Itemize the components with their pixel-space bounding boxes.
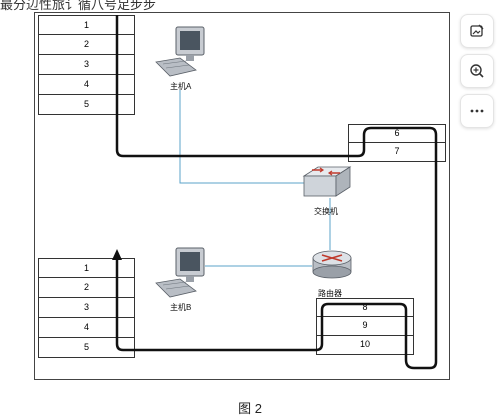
- table-row: 3: [38, 55, 135, 75]
- table-row: 10: [316, 336, 414, 355]
- cropped-question-text: 最分辺性旅讠循八号足步步: [0, 0, 157, 12]
- more-icon: [470, 109, 484, 113]
- table-row: 8: [316, 298, 414, 317]
- table-a: 1 2 3 4 5: [38, 15, 135, 115]
- table-row: 4: [38, 75, 135, 95]
- table-row: 2: [38, 35, 135, 55]
- edit-image-button[interactable]: [460, 14, 494, 48]
- table-row: 5: [38, 338, 135, 358]
- table-b: 1 2 3 4 5: [38, 258, 135, 358]
- more-button[interactable]: [460, 94, 494, 128]
- host-b-label: 主机B: [170, 303, 192, 312]
- table-right-top: 6 7: [348, 124, 446, 162]
- table-row: 6: [348, 124, 446, 143]
- table-right-bottom: 8 9 10: [316, 298, 414, 355]
- table-row: 9: [316, 317, 414, 336]
- table-row: 3: [38, 298, 135, 318]
- edit-image-icon: [470, 24, 484, 37]
- table-row: 1: [38, 15, 135, 35]
- switch-label: 交换机: [314, 207, 338, 216]
- host-a-label: 主机A: [170, 82, 192, 91]
- image-toolbar: [460, 14, 494, 134]
- table-row: 7: [348, 143, 446, 162]
- zoom-in-icon: [470, 64, 484, 78]
- router-label: 路由器: [318, 289, 342, 298]
- table-row: 2: [38, 278, 135, 298]
- table-row: 4: [38, 318, 135, 338]
- figure-caption: 图 2: [238, 401, 262, 416]
- table-row: 5: [38, 95, 135, 115]
- table-row: 1: [38, 258, 135, 278]
- zoom-in-button[interactable]: [460, 54, 494, 88]
